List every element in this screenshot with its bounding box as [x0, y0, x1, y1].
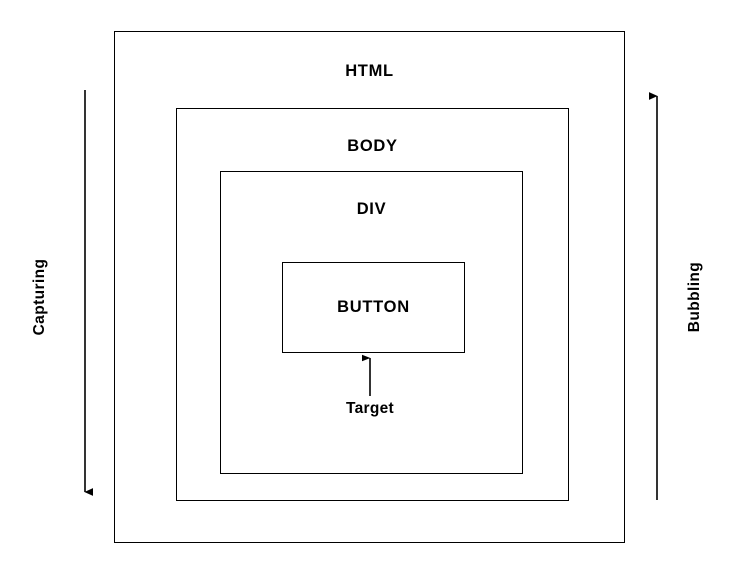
- node-label-div: DIV: [356, 200, 387, 218]
- target-label: Target: [345, 400, 395, 417]
- node-box-body: BODY DIV BUTTON: [176, 108, 569, 501]
- node-label-html: HTML: [345, 62, 394, 80]
- node-box-button: BUTTON: [282, 262, 465, 353]
- node-label-body: BODY: [347, 137, 398, 155]
- node-box-html: HTML BODY DIV BUTTON: [114, 31, 625, 543]
- node-label-button: BUTTON: [337, 297, 410, 316]
- node-box-div: DIV BUTTON: [220, 171, 523, 474]
- capturing-label: Capturing: [31, 258, 48, 336]
- bubbling-label: Bubbling: [686, 261, 703, 333]
